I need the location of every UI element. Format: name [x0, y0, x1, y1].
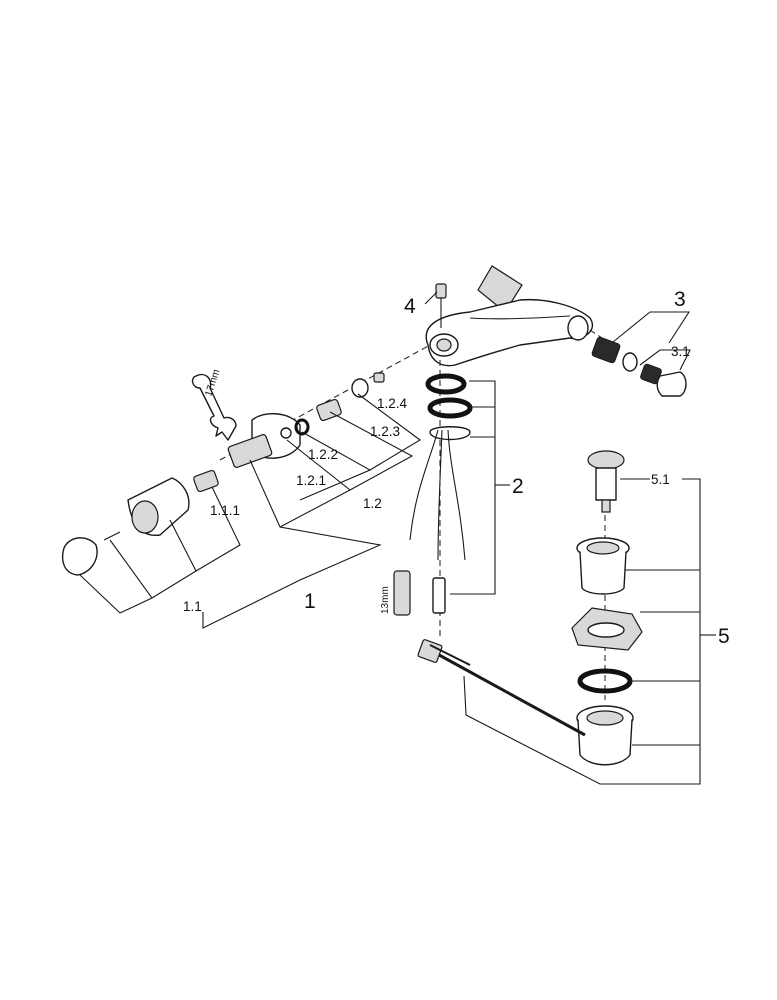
handle-assembly-1: 17mm 1 1.1 1.1.1 1.2 1.2.1 1.2.2 [61, 344, 431, 629]
mounting-assembly-2: 13mm 2 [380, 360, 524, 640]
aerator-assembly-3: 3 3.1 [589, 288, 691, 397]
faucet-body [425, 265, 594, 367]
label-1-2-4: 1.2.4 [377, 396, 408, 411]
label-1-1: 1.1 [183, 599, 202, 614]
dimension-17mm: 17mm [203, 368, 222, 398]
label-1-2-2: 1.2.2 [308, 447, 338, 462]
pin-part-4: 4 [404, 283, 447, 328]
label-3-1: 3.1 [671, 344, 690, 359]
waste-assembly-5: 5.1 5 [417, 450, 730, 785]
label-4: 4 [404, 295, 416, 318]
label-1-1-1: 1.1.1 [210, 503, 240, 518]
label-5: 5 [718, 625, 730, 648]
label-1-2-1: 1.2.1 [296, 473, 326, 488]
label-5-1: 5.1 [651, 472, 670, 487]
label-1: 1 [304, 590, 316, 613]
label-2: 2 [512, 475, 524, 498]
label-3: 3 [674, 288, 686, 311]
dimension-13mm: 13mm [380, 586, 391, 614]
label-1-2-3: 1.2.3 [370, 424, 400, 439]
label-1-2: 1.2 [363, 496, 382, 511]
